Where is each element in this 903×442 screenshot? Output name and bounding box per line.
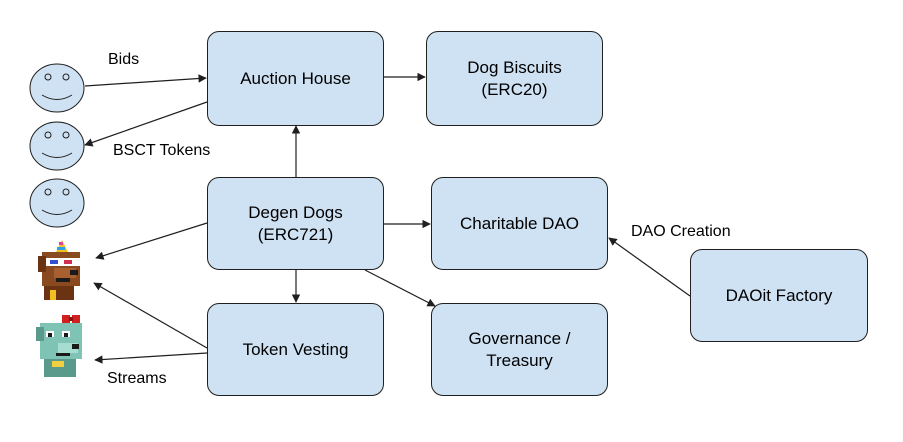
smiley-face-icon bbox=[29, 121, 85, 171]
node-charitable-dao: Charitable DAO bbox=[431, 177, 608, 270]
label-bids: Bids bbox=[108, 51, 140, 68]
arrow-degen-to-governance bbox=[364, 269, 436, 307]
smiley-face-icon bbox=[29, 63, 85, 113]
node-governance-treasury: Governance / Treasury bbox=[431, 303, 608, 396]
party-hat-dog-icon bbox=[38, 240, 80, 300]
arrow-degen-to-dog bbox=[95, 222, 208, 260]
arrow-streams bbox=[94, 352, 208, 364]
node-daoit-factory: DAOit Factory bbox=[690, 249, 868, 342]
arrow-bsct-tokens bbox=[84, 101, 208, 147]
arrow-daoit-to-charitable bbox=[608, 237, 691, 297]
node-token-vesting: Token Vesting bbox=[207, 303, 384, 396]
label-bsct-tokens: BSCT Tokens bbox=[113, 142, 211, 159]
smiley-face-icon bbox=[29, 178, 85, 228]
label-streams: Streams bbox=[107, 370, 167, 387]
bow-dog-icon bbox=[36, 315, 82, 377]
node-degen-dogs: Degen Dogs (ERC721) bbox=[207, 177, 384, 270]
node-auction-house: Auction House bbox=[207, 31, 384, 126]
label-dao-creation: DAO Creation bbox=[631, 223, 731, 240]
arrow-bids bbox=[84, 74, 207, 87]
arrow-vesting-to-dog bbox=[93, 282, 208, 349]
node-dog-biscuits: Dog Biscuits (ERC20) bbox=[426, 31, 603, 126]
